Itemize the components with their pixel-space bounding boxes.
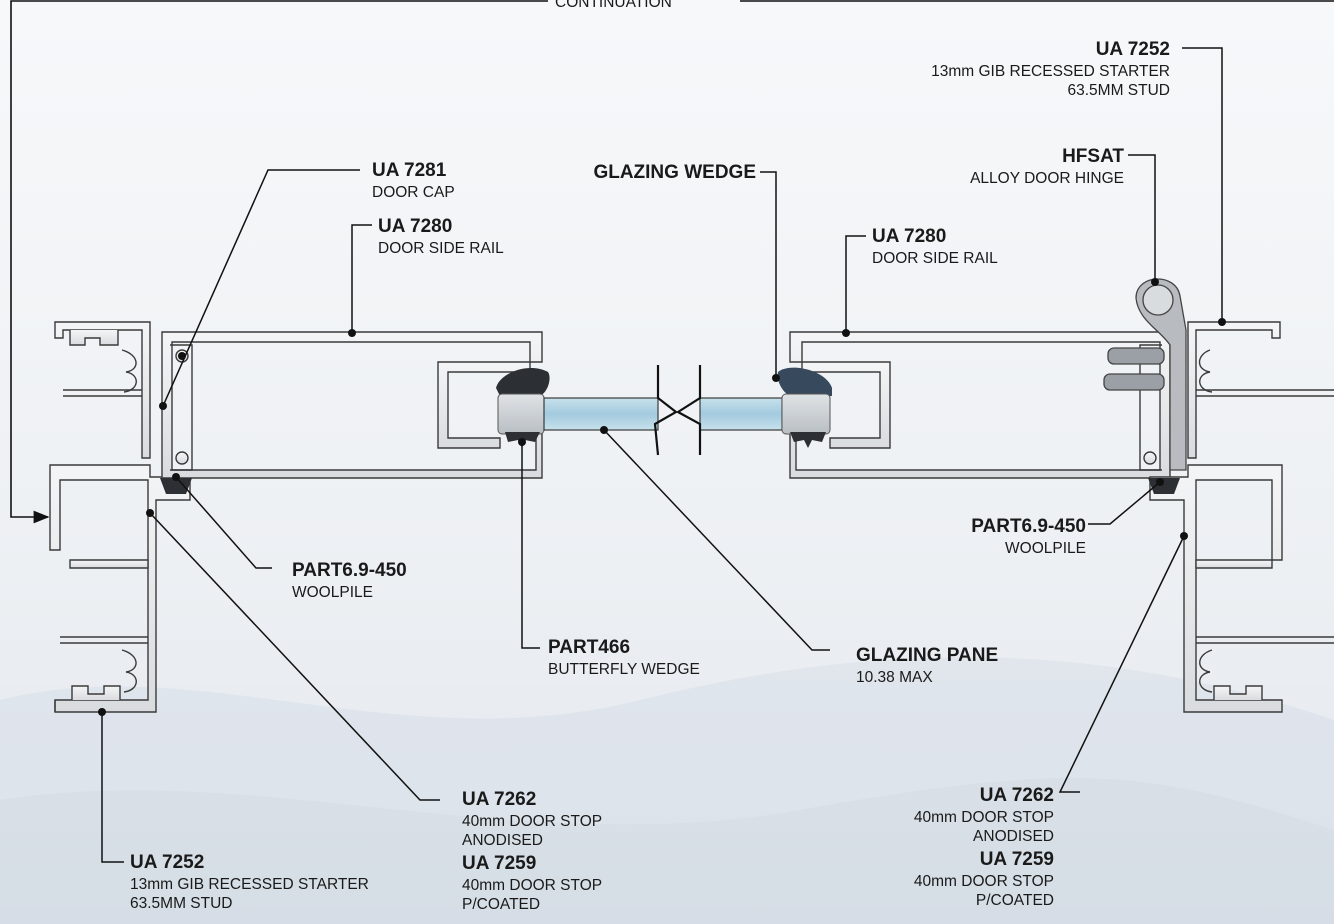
label-part69-left: PART6.9-450 WOOLPILE — [292, 560, 407, 601]
alloy-door-hinge — [1103, 278, 1187, 471]
background-texture — [0, 657, 1334, 924]
label-ua7262-right: UA 7262 40mm DOOR STOP ANODISED UA 7259 … — [913, 785, 1054, 910]
right-glazing-seal — [777, 367, 832, 448]
woolpile-seals — [160, 478, 1180, 494]
left-door-rail-profile — [161, 331, 543, 479]
glazing-pane-section — [543, 365, 783, 456]
continuation-leader — [10, 0, 1334, 524]
leader-lines — [101, 47, 1223, 863]
label-part466: PART466 BUTTERFLY WEDGE — [548, 637, 700, 678]
continuation-label: CONTINUATION — [555, 0, 672, 11]
label-glazing-wedge: GLAZING WEDGE — [593, 162, 756, 183]
label-ua7281-door-cap: UA 7281 DOOR CAP — [372, 160, 455, 201]
label-ua7280-right: UA 7280 DOOR SIDE RAIL — [872, 226, 998, 267]
label-ua7252-bottom-left: UA 7252 13mm GIB RECESSED STARTER 63.5MM… — [130, 852, 369, 913]
label-glazing-pane: GLAZING PANE 10.38 MAX — [856, 645, 999, 686]
label-ua7262-left: UA 7262 40mm DOOR STOP ANODISED UA 7259 … — [462, 789, 603, 914]
label-ua7280-left: UA 7280 DOOR SIDE RAIL — [378, 216, 504, 257]
label-part69-right: PART6.9-450 WOOLPILE — [971, 516, 1086, 557]
label-hfsat-hinge: HFSAT ALLOY DOOR HINGE — [970, 146, 1124, 187]
label-ua7252-top-right: UA 7252 13mm GIB RECESSED STARTER 63.5MM… — [931, 39, 1170, 100]
leader-dots — [98, 278, 1226, 716]
